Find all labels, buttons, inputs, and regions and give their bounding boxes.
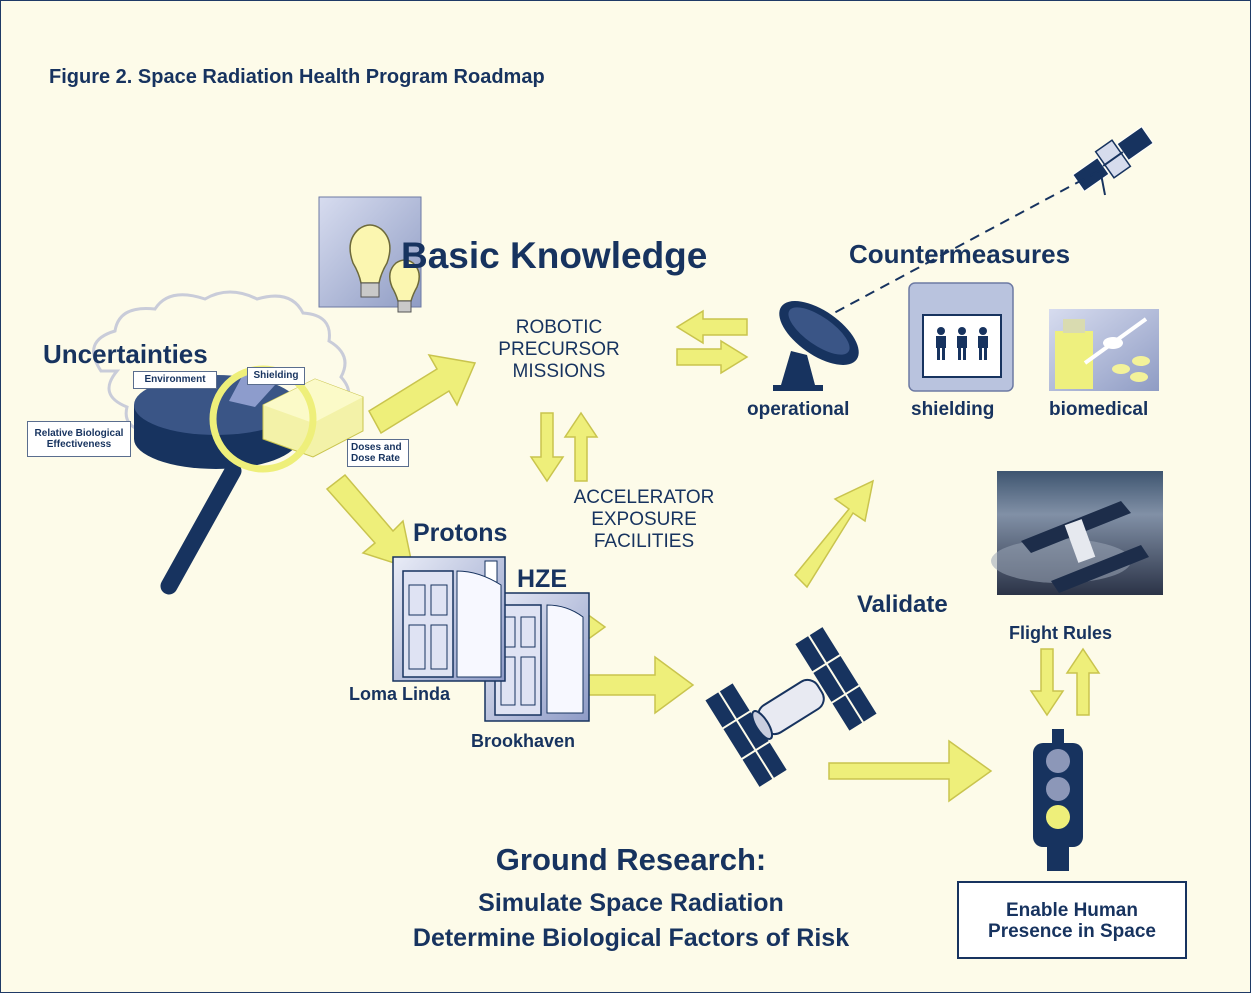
arrow-accel-down xyxy=(529,412,565,483)
hze-label: HZE xyxy=(517,565,567,593)
operational-label: operational xyxy=(747,399,850,420)
arrow-flight-down xyxy=(1029,648,1065,717)
enable-line1: Enable Human xyxy=(1006,900,1138,921)
rbe-label-line2: Effectiveness xyxy=(46,439,112,450)
enable-line2: Presence in Space xyxy=(988,921,1156,942)
robotic-line3: MISSIONS xyxy=(512,361,606,382)
shielding-countermeasure-label: shielding xyxy=(911,399,995,420)
medicine-icon xyxy=(1049,309,1159,391)
ground-research-line2: Determine Biological Factors of Risk xyxy=(412,924,850,952)
ground-research-line1: Simulate Space Radiation xyxy=(478,889,784,917)
arrow-to-basic-knowledge xyxy=(368,353,477,435)
validate-label: Validate xyxy=(857,591,948,618)
robotic-precursor-missions: ROBOTIC PRECURSOR MISSIONS xyxy=(479,317,639,383)
ground-research-title: Ground Research: xyxy=(495,842,767,877)
arrow-to-traffic-light xyxy=(828,739,993,803)
robotic-line1: ROBOTIC xyxy=(515,317,603,338)
arrow-flight-up xyxy=(1065,647,1101,716)
brookhaven-label: Brookhaven xyxy=(471,731,576,751)
space-station-photo xyxy=(991,471,1163,595)
doses-label-line1: Doses and xyxy=(351,442,402,453)
environment-label-text: Environment xyxy=(144,374,206,385)
doses-label: Doses and Dose Rate xyxy=(347,439,409,467)
environment-label: Environment xyxy=(133,371,217,389)
basic-knowledge-title: Basic Knowledge xyxy=(401,235,708,276)
figure-title: Figure 2. Space Radiation Health Program… xyxy=(49,66,545,88)
arrow-accel-up xyxy=(563,411,599,482)
arrow-robotic-right xyxy=(676,339,749,375)
accel-line2: EXPOSURE xyxy=(591,509,697,530)
shielding-label-text: Shielding xyxy=(253,370,299,381)
lightbulb-icon xyxy=(318,196,422,313)
shielding-label: Shielding xyxy=(247,367,305,385)
doses-label-line2: Dose Rate xyxy=(351,453,400,464)
accelerator-exposure-facilities: ACCELERATOR EXPOSURE FACILITIES xyxy=(549,487,739,553)
door-icon xyxy=(392,556,506,682)
arrow-hze-out xyxy=(574,655,695,715)
biomedical-label: biomedical xyxy=(1049,400,1149,419)
uncertainties-title: Uncertainties xyxy=(43,339,208,369)
arrow-validate xyxy=(793,479,875,589)
enable-human-presence-box: Enable Human Presence in Space xyxy=(957,881,1187,959)
dish-antenna-icon xyxy=(773,301,859,391)
signal-dashed-line xyxy=(818,170,1100,322)
rbe-label: Relative Biological Effectiveness xyxy=(27,421,131,457)
protons-label: Protons xyxy=(413,519,508,547)
rbe-label-line1: Relative Biological xyxy=(34,428,124,439)
arrow-to-protons xyxy=(325,473,414,571)
countermeasures-title: Countermeasures xyxy=(849,239,1071,269)
accel-line1: ACCELERATOR xyxy=(573,487,715,508)
arrow-robotic-left xyxy=(675,309,748,345)
traffic-light-icon xyxy=(1033,729,1083,871)
satellite-icon xyxy=(1072,126,1154,196)
people-icon xyxy=(908,282,1014,392)
robotic-line2: PRECURSOR xyxy=(498,339,620,360)
flight-rules-label: Flight Rules xyxy=(1009,623,1112,643)
hubble-icon xyxy=(702,624,880,790)
accel-line3: FACILITIES xyxy=(593,531,695,552)
loma-linda-label: Loma Linda xyxy=(349,684,451,704)
